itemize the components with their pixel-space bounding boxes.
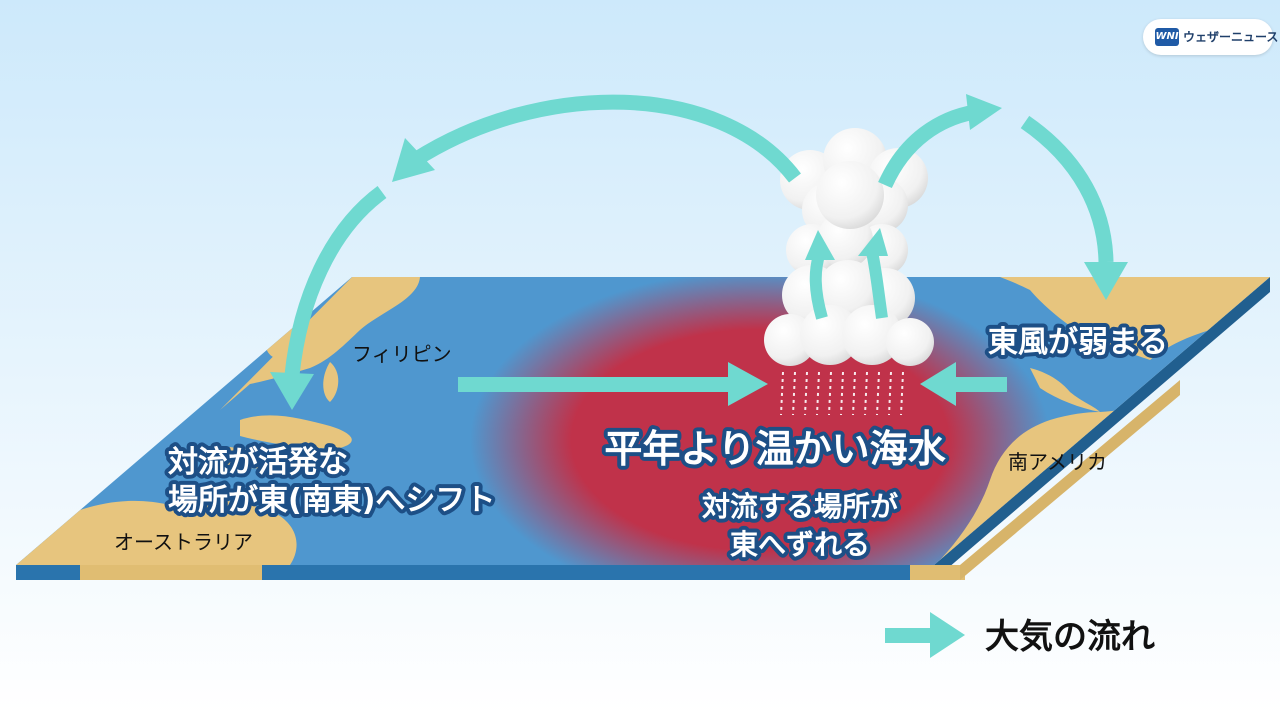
descending-east-arrowhead bbox=[1084, 262, 1128, 300]
label-australia: オーストラリア bbox=[114, 530, 253, 554]
rain-icon bbox=[780, 371, 904, 416]
legend-arrow-icon bbox=[930, 612, 965, 658]
central-america-land bbox=[1030, 368, 1100, 412]
updraft-right-arrow bbox=[866, 250, 888, 319]
upper-westward-arrowhead bbox=[392, 138, 435, 182]
legend-label: 大気の流れ bbox=[985, 617, 1155, 657]
north-america-land bbox=[1000, 277, 1270, 360]
australia-side bbox=[80, 565, 262, 580]
legend-arrow-shaft bbox=[885, 628, 935, 643]
philippines-land bbox=[323, 362, 339, 402]
upper-westward-arrow bbox=[410, 94, 801, 183]
indonesia-land bbox=[240, 415, 352, 449]
label-east-wind-weakens: 東風が弱まる bbox=[988, 325, 1168, 360]
surface-eastward-arrow bbox=[458, 377, 733, 392]
label-convection-shift-line2: 場所が東(南東)へシフト bbox=[168, 483, 495, 518]
south-america-side bbox=[910, 565, 965, 580]
label-convection-shift-line1: 対流が活発な bbox=[168, 445, 348, 480]
descending-east-arrow bbox=[1020, 115, 1114, 263]
airflow-arrows bbox=[270, 94, 1128, 658]
brand-logo: WNI ウェザーニュース bbox=[1143, 19, 1278, 55]
indonesia-land-2 bbox=[190, 445, 282, 469]
descending-west-arrowhead bbox=[270, 372, 314, 410]
label-convection-moves-line1: 対流する場所が bbox=[702, 490, 898, 523]
label-warm-water: 平年より温かい海水 bbox=[604, 427, 946, 471]
label-philippines: フィリピン bbox=[352, 342, 452, 366]
descending-west-arrow bbox=[284, 185, 387, 376]
label-south-america: 南アメリカ bbox=[1008, 450, 1107, 474]
upper-eastward-arrow bbox=[878, 104, 977, 189]
updraft-left-arrowhead bbox=[805, 230, 835, 260]
asia-land bbox=[220, 277, 420, 410]
brand-logo-mark: WNI bbox=[1155, 28, 1179, 46]
updraft-right-arrowhead bbox=[858, 228, 888, 256]
label-convection-moves-line2: 東へずれる bbox=[730, 528, 870, 561]
weak-easterly-arrow bbox=[950, 377, 1007, 392]
upper-eastward-arrowhead bbox=[966, 94, 1002, 130]
south-america-right-side bbox=[960, 380, 1180, 580]
weak-easterly-arrowhead bbox=[920, 362, 956, 406]
updraft-left-arrow bbox=[809, 250, 828, 320]
brand-name: ウェザーニュース bbox=[1183, 30, 1279, 44]
australia-land bbox=[16, 500, 297, 565]
platform-right-side bbox=[934, 277, 1270, 580]
surface-eastward-arrowhead bbox=[728, 362, 768, 406]
